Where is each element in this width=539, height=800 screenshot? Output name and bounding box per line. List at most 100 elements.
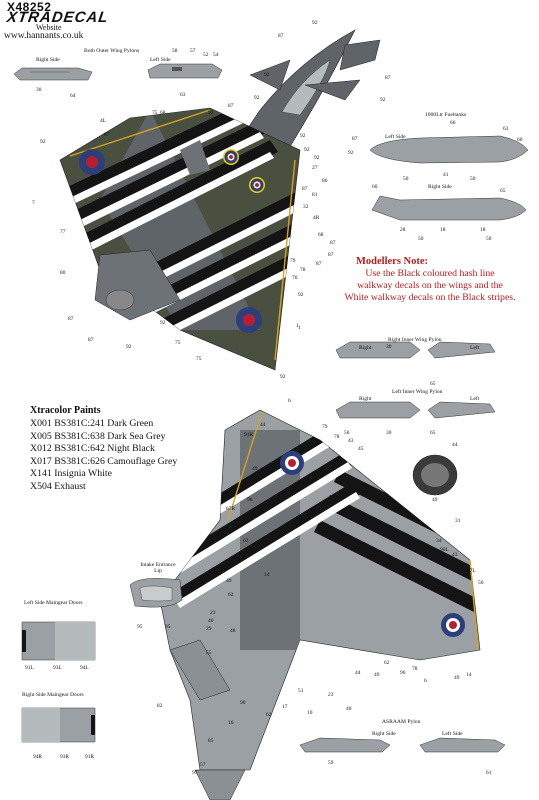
callout: 92: [264, 72, 270, 78]
label-left-inner-right: Right: [359, 396, 372, 402]
callout: 75: [196, 356, 202, 362]
paint-item: X141 Insignia White: [30, 468, 112, 480]
paint-item: X017 BS381C:626 Camouflage Grey: [30, 455, 178, 467]
paint-item: X001 BS381C:241 Dark Green: [30, 418, 154, 429]
callout: 23: [210, 610, 216, 616]
callout: 87: [328, 252, 334, 258]
callout: 32: [303, 204, 309, 210]
inner-wing-pylon-right: [335, 341, 496, 359]
callout: 94R: [33, 754, 42, 760]
callout: 40: [208, 618, 214, 624]
callout: 85: [208, 738, 214, 744]
maingear-doors-left: [21, 621, 96, 661]
callout: 92: [280, 374, 286, 380]
roundel-bottom-right-wing: [441, 613, 465, 637]
callout: 95: [137, 624, 143, 630]
website-url[interactable]: www.hannants.co.uk: [4, 31, 84, 41]
fuel-tank-right: [371, 195, 527, 221]
callout: 43: [348, 438, 354, 444]
callout: 87: [352, 136, 358, 142]
paint-item: X012 BS381C:642 Night Black: [30, 443, 155, 455]
note-line-1: Use the Black coloured hash line: [365, 268, 495, 279]
callout: 92: [40, 139, 46, 145]
callout: 86: [322, 178, 328, 184]
callout: 92: [304, 147, 310, 153]
paints-title: Xtracolor Paints: [30, 405, 101, 416]
callout: 91R: [244, 432, 253, 438]
callout: 59: [328, 760, 334, 766]
callout: 60: [372, 184, 378, 190]
label-left-inner-pylon: Left Inner Wing Pylon: [392, 389, 443, 395]
callout: 62: [228, 592, 234, 598]
callout: 16: [228, 720, 234, 726]
label-fueltank-right-side: Right Side: [428, 184, 452, 190]
callout: 61: [486, 770, 492, 776]
callout: 49: [454, 675, 460, 681]
callout: 62: [243, 538, 249, 544]
callout: 92: [298, 292, 304, 298]
label-right-inner-left: Left: [470, 345, 480, 351]
callout: 93L: [53, 665, 62, 671]
callout: 43: [452, 552, 458, 558]
callout: 75: [152, 110, 158, 116]
callout: 30: [386, 430, 392, 436]
callout: 14: [264, 572, 270, 578]
callout: 87: [316, 261, 322, 267]
callout: 93R: [60, 754, 69, 760]
callout: 92: [160, 320, 166, 326]
callout: 49: [374, 672, 380, 678]
fuel-tank-left: [369, 135, 529, 164]
callout: 1: [296, 323, 299, 329]
callout: 65: [430, 381, 436, 387]
roundel-bottom-left-wing: [280, 451, 304, 475]
callout: 87: [278, 33, 284, 39]
callout: 87: [88, 337, 94, 343]
callout: 58: [172, 48, 178, 54]
callout: 82: [157, 703, 163, 709]
callout: 80: [60, 270, 66, 276]
callout: 23: [328, 692, 334, 698]
callout: 52: [203, 52, 209, 58]
callout: 87: [104, 132, 110, 138]
callout: 66: [450, 120, 456, 126]
callout: 90: [240, 700, 246, 706]
modellers-note-body: Use the Black coloured hash line walkway…: [316, 268, 539, 304]
callout: 92: [300, 133, 306, 139]
callout: 14: [466, 672, 472, 678]
callout: 67L: [467, 568, 476, 574]
label-asraam-right-side: Right Side: [372, 731, 396, 737]
callout: 87: [302, 186, 308, 192]
callout: 1: [298, 325, 301, 331]
callout: 30: [36, 87, 42, 93]
callout: 87: [68, 316, 74, 322]
callout: 30: [386, 344, 392, 350]
callout: 90L: [440, 547, 449, 553]
callout: 68: [318, 232, 324, 238]
callout: 44: [452, 442, 458, 448]
outer-wing-pylon-right: [13, 67, 93, 81]
callout: 57: [200, 762, 206, 768]
inner-wing-pylon-left: [335, 401, 496, 419]
label-asraam-pylon: ASRAAM Pylon: [382, 719, 421, 725]
callout: 18: [440, 227, 446, 233]
callout: 49: [432, 497, 438, 503]
label-fueltank-left-side: Left Side: [385, 134, 406, 140]
callout: 10: [307, 710, 313, 716]
callout: 78: [412, 666, 418, 672]
callout: 4R: [313, 215, 320, 221]
callout: 87: [228, 103, 234, 109]
callout: 48: [230, 628, 236, 634]
label-left-maingear: Left Side Maingear Doors: [24, 600, 83, 606]
callout: 57: [190, 48, 196, 54]
callout: 54: [213, 52, 219, 58]
maingear-doors-right: [21, 707, 96, 743]
label-intake-lip: Intake Entrance Lip: [140, 562, 176, 574]
callout: 34: [436, 538, 442, 544]
callout: 50: [486, 236, 492, 242]
callout: 79: [290, 258, 296, 264]
label-fueltanks: 1000Ltr Fueltanks: [425, 112, 467, 118]
callout: 50: [403, 176, 409, 182]
callout: 96: [400, 670, 406, 676]
callout: 44: [260, 422, 266, 428]
